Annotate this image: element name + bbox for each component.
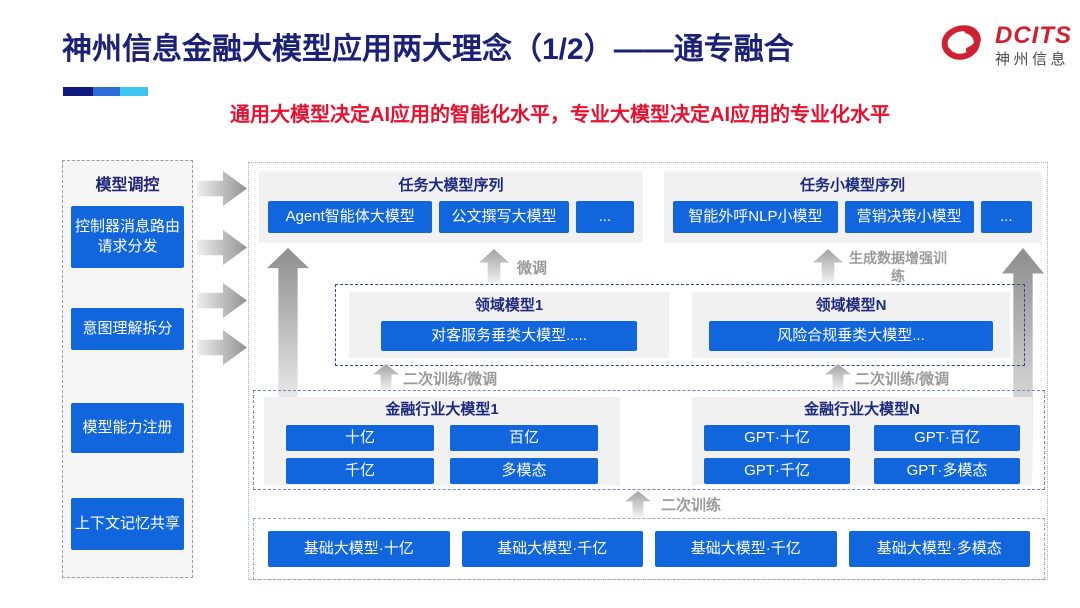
up-arrow-icon bbox=[825, 364, 851, 390]
accent-bar-segment bbox=[63, 87, 93, 96]
accent-bar-segment bbox=[120, 87, 148, 96]
model-chip-gpt-100b: GPT·千亿 bbox=[704, 458, 850, 484]
model-chip-customer-service: 对客服务垂类大模型..... bbox=[381, 321, 637, 351]
model-control-sidebar: 模型调控 控制器消息路由请求分发 意图理解拆分 模型能力注册 上下文记忆共享 bbox=[62, 160, 193, 578]
sidebar-item-context-share: 上下文记忆共享 bbox=[71, 498, 184, 550]
model-chip-gpt-10b: GPT·百亿 bbox=[874, 425, 1020, 451]
industry-model-group: 金融行业大模型1 十亿 百亿 千亿 多模态 金融行业大模型N GPT·十亿 GP… bbox=[253, 390, 1045, 490]
retrain-finetune-label: 二次训练/微调 bbox=[403, 371, 498, 388]
right-arrow-icon bbox=[197, 330, 247, 365]
model-chip-ellipsis: ... bbox=[575, 201, 634, 233]
panel-title: 金融行业大模型1 bbox=[385, 401, 499, 418]
model-chip-100b: 千亿 bbox=[286, 458, 434, 484]
logo-brand-cn-text: 神州信息 bbox=[995, 51, 1070, 69]
right-arrow-icon bbox=[197, 283, 247, 318]
panel-title: 领域模型N bbox=[815, 297, 887, 314]
page-title: 神州信息金融大模型应用两大理念（1/2）——通专融合 bbox=[62, 33, 794, 66]
sidebar-item-intent-split: 意图理解拆分 bbox=[71, 308, 184, 350]
model-chip-1b: 十亿 bbox=[286, 425, 434, 451]
right-arrow-icon bbox=[197, 230, 247, 265]
company-logo: DCITS 神州信息 bbox=[935, 18, 1072, 73]
panel-title: 任务大模型序列 bbox=[398, 177, 504, 194]
dcits-swirl-icon bbox=[935, 18, 989, 73]
foundation-model-group: 基础大模型·十亿 基础大模型·千亿 基础大模型·千亿 基础大模型·多模态 bbox=[253, 518, 1045, 580]
model-chip-foundation-multimodal: 基础大模型·多模态 bbox=[848, 531, 1030, 567]
model-chip-10b: 百亿 bbox=[450, 425, 598, 451]
up-arrow-icon bbox=[373, 364, 399, 390]
panel-title: 金融行业大模型N bbox=[804, 401, 920, 418]
retrain-finetune-label: 二次训练/微调 bbox=[855, 371, 950, 388]
model-chip-agent: Agent智能体大模型 bbox=[268, 201, 433, 233]
model-chip-ellipsis: ... bbox=[980, 201, 1033, 233]
accent-bar-segment bbox=[93, 87, 120, 96]
model-architecture-diagram: 任务大模型序列 Agent智能体大模型 公文撰写大模型 ... 任务小模型序列 … bbox=[248, 162, 1048, 580]
industry-model-n-panel: 金融行业大模型N GPT·十亿 GPT·百亿 GPT·千亿 GPT·多模态 bbox=[692, 397, 1032, 485]
finetune-label: 微调 bbox=[517, 260, 548, 277]
model-chip-outbound-nlp: 智能外呼NLP小模型 bbox=[673, 201, 838, 233]
up-arrow-icon bbox=[479, 249, 509, 283]
domain-model-1-panel: 领域模型1 对客服务垂类大模型..... bbox=[349, 292, 669, 358]
domain-model-n-panel: 领域模型N 风险合规垂类大模型... bbox=[692, 292, 1010, 358]
model-chip-marketing-decision: 营销决策小模型 bbox=[844, 201, 974, 233]
model-chip-multimodal: 多模态 bbox=[450, 458, 598, 484]
industry-model-1-panel: 金融行业大模型1 十亿 百亿 千亿 多模态 bbox=[264, 397, 620, 485]
sidebar-item-router-dispatch: 控制器消息路由请求分发 bbox=[71, 206, 184, 268]
task-small-model-panel: 任务小模型序列 智能外呼NLP小模型 营销决策小模型 ... bbox=[664, 171, 1041, 243]
up-arrow-icon bbox=[813, 249, 843, 283]
logo-brand-text: DCITS bbox=[995, 22, 1072, 50]
panel-title: 任务小模型序列 bbox=[799, 177, 905, 194]
model-chip-gpt-1b: GPT·十亿 bbox=[704, 425, 850, 451]
model-chip-foundation-1b: 基础大模型·十亿 bbox=[268, 531, 450, 567]
sidebar-title: 模型调控 bbox=[95, 177, 160, 194]
up-arrow-icon bbox=[625, 491, 651, 517]
right-arrow-icon bbox=[197, 171, 247, 206]
model-chip-document-writing: 公文撰写大模型 bbox=[439, 201, 569, 233]
title-accent-bar bbox=[63, 87, 148, 96]
retrain-label: 二次训练 bbox=[661, 497, 722, 514]
sidebar-item-capability-register: 模型能力注册 bbox=[71, 403, 184, 453]
panel-title: 领域模型1 bbox=[474, 297, 544, 314]
task-large-model-panel: 任务大模型序列 Agent智能体大模型 公文撰写大模型 ... bbox=[259, 171, 643, 243]
model-chip-foundation-100b: 基础大模型·千亿 bbox=[461, 531, 643, 567]
subtitle: 通用大模型决定AI应用的智能化水平，专业大模型决定AI应用的专业化水平 bbox=[230, 104, 890, 126]
model-chip-risk-compliance: 风险合规垂类大模型... bbox=[709, 321, 993, 351]
domain-model-group: 领域模型1 对客服务垂类大模型..... 领域模型N 风险合规垂类大模型... bbox=[335, 284, 1025, 366]
data-augment-train-label: 生成数据增强训练 bbox=[849, 250, 947, 284]
model-chip-foundation-100b-2: 基础大模型·千亿 bbox=[655, 531, 837, 567]
model-chip-gpt-multimodal: GPT·多模态 bbox=[874, 458, 1020, 484]
